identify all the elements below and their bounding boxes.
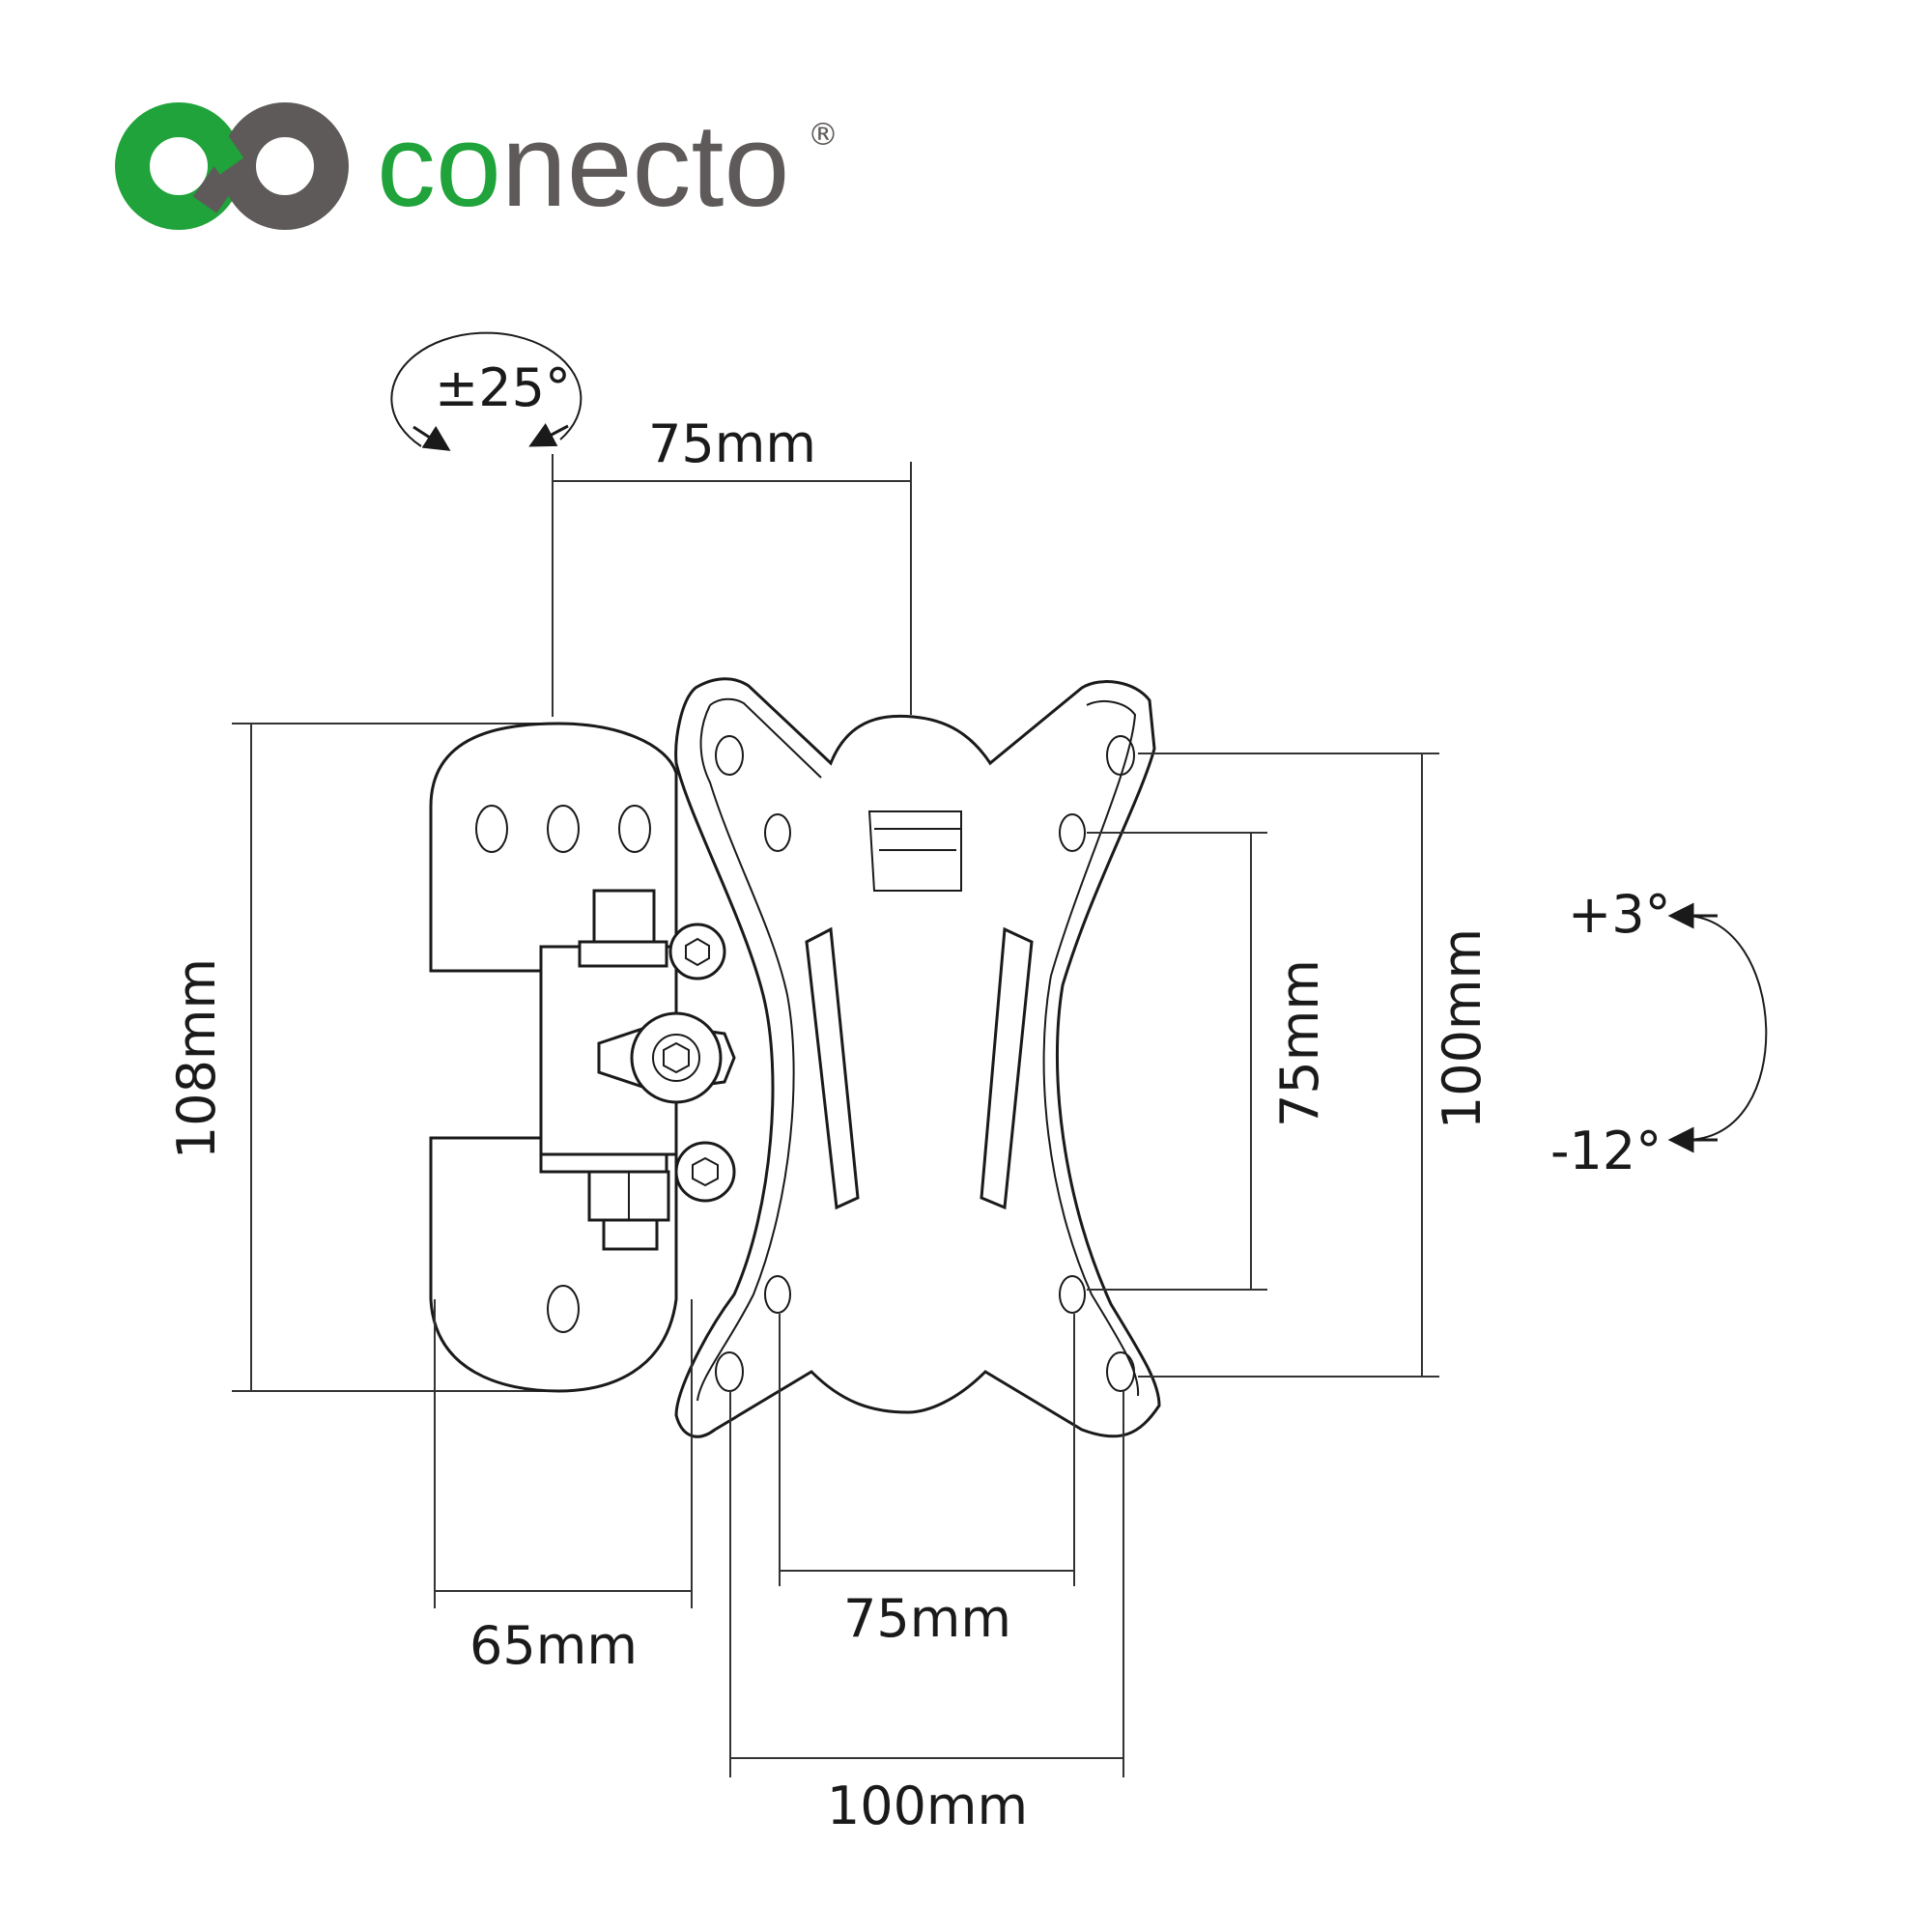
wall-hole <box>547 805 580 853</box>
brand-name-part1: co <box>377 99 501 231</box>
pivot-washer-bottom <box>539 1152 668 1174</box>
swivel-arrow-right <box>528 422 569 447</box>
height-108-dimension: 108mm <box>166 723 560 1392</box>
swivel-arc <box>390 331 582 447</box>
brand-wordmark: conecto <box>377 99 789 231</box>
depth-label: 65mm <box>469 1615 638 1676</box>
vesa-hole-100 <box>1106 735 1135 776</box>
slot-left <box>805 926 860 1210</box>
top-width-label: 75mm <box>648 413 816 474</box>
height-108-label: 108mm <box>166 958 227 1159</box>
vesa-plate <box>674 677 1161 1438</box>
vesa-hole-75 <box>764 813 791 852</box>
center-clip <box>867 810 962 892</box>
wall-hole <box>475 805 508 853</box>
tilt-up-label: +3° <box>1568 884 1671 945</box>
infinity-loop-icon <box>115 102 349 230</box>
vesa-hole-100 <box>715 735 744 776</box>
swivel-arrow-left <box>412 425 451 451</box>
pivot-bolt-top <box>592 889 656 946</box>
tilt-arc <box>1685 915 1768 1141</box>
vesa-height-dimensions: 75mm 100mm <box>1087 753 1492 1378</box>
tilt-down-label: -12° <box>1550 1121 1662 1181</box>
brand-logo: conecto ® <box>115 99 838 231</box>
swivel-label: ±25° <box>435 357 571 418</box>
vesa-hole-75 <box>1059 1275 1086 1314</box>
swivel-indicator: ±25° <box>390 331 582 451</box>
wall-hole <box>547 1285 580 1333</box>
vesa-width-dimensions: 75mm 100mm <box>729 1314 1124 1836</box>
slot-right <box>980 926 1034 1210</box>
vesa-outer-height-label: 100mm <box>1432 928 1492 1129</box>
vesa-inner-height-label: 75mm <box>1269 959 1330 1127</box>
wall-bracket <box>429 722 736 1393</box>
brand-name-part2: necto <box>501 99 789 231</box>
top-width-dimension: 75mm <box>552 413 912 717</box>
tilt-knob <box>597 1011 736 1104</box>
vesa-hole-75 <box>1059 813 1086 852</box>
wall-hole <box>618 805 651 853</box>
pivot-bolt-end <box>602 1218 659 1251</box>
vesa-inner-width-label: 75mm <box>843 1588 1011 1649</box>
registered-mark: ® <box>808 116 838 153</box>
tilt-indicator: +3° -12° <box>1550 884 1768 1181</box>
hex-screw-top <box>668 923 726 980</box>
vesa-hole-100 <box>1106 1351 1135 1392</box>
depth-dimension: 65mm <box>434 1299 693 1676</box>
vesa-outer-width-label: 100mm <box>827 1776 1028 1836</box>
vesa-hole-75 <box>764 1275 791 1314</box>
hex-screw-bottom <box>674 1141 736 1203</box>
pivot-washer-top <box>578 940 668 968</box>
